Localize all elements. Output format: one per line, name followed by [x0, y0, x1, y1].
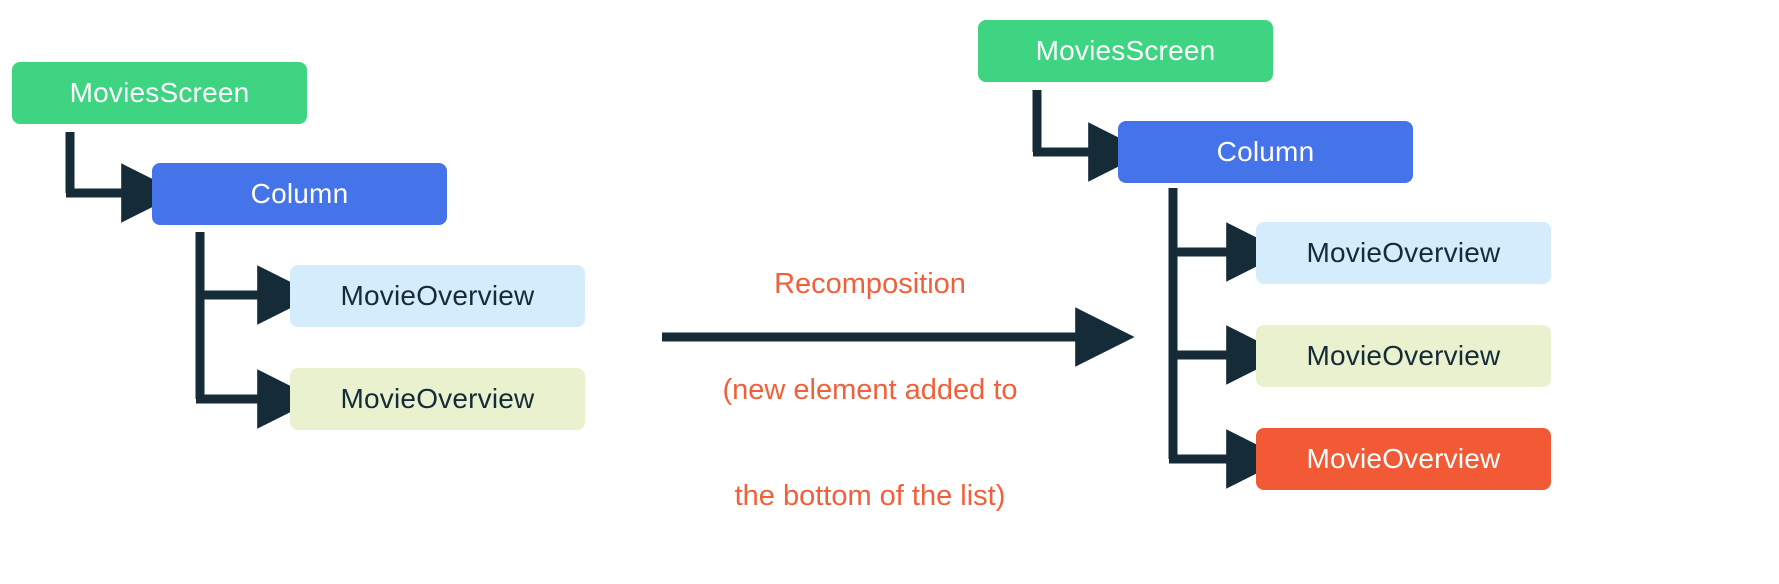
- before-node-movie-overview-1-label: MovieOverview: [340, 280, 535, 311]
- after-node-movie-overview-1-label: MovieOverview: [1306, 237, 1501, 268]
- after-node-movie-overview-3-new-label: MovieOverview: [1306, 443, 1501, 474]
- before-node-column-label: Column: [250, 178, 349, 209]
- before-node-movies-screen[interactable]: MoviesScreen: [12, 62, 307, 124]
- after-node-movie-overview-1[interactable]: MovieOverview: [1256, 222, 1551, 284]
- after-node-column-label: Column: [1216, 136, 1315, 167]
- transition-caption-line-2: (new element added to: [722, 373, 1018, 406]
- before-node-column[interactable]: Column: [152, 163, 447, 225]
- after-node-movies-screen[interactable]: MoviesScreen: [978, 20, 1273, 82]
- before-node-movie-overview-1[interactable]: MovieOverview: [290, 265, 585, 327]
- after-node-column[interactable]: Column: [1118, 121, 1413, 183]
- after-node-movie-overview-2[interactable]: MovieOverview: [1256, 325, 1551, 387]
- before-node-movies-screen-label: MoviesScreen: [69, 77, 250, 108]
- transition-caption-line-3: the bottom of the list): [734, 480, 1006, 512]
- before-node-movie-overview-2-label: MovieOverview: [340, 383, 535, 414]
- edge-before-column-to-children: [195, 232, 317, 429]
- after-node-movie-overview-3-new[interactable]: MovieOverview: [1256, 428, 1551, 490]
- transition-caption: Recomposition (new element added to the …: [620, 196, 1120, 584]
- edge-after-column-to-children: [1168, 188, 1286, 489]
- before-node-movie-overview-2[interactable]: MovieOverview: [290, 368, 585, 430]
- edge-before-root-to-column: [65, 132, 181, 223]
- after-node-movies-screen-label: MoviesScreen: [1035, 35, 1216, 66]
- edge-after-root-to-column: [1032, 90, 1148, 182]
- transition-caption-line-1: Recomposition: [774, 267, 966, 300]
- after-node-movie-overview-2-label: MovieOverview: [1306, 340, 1501, 371]
